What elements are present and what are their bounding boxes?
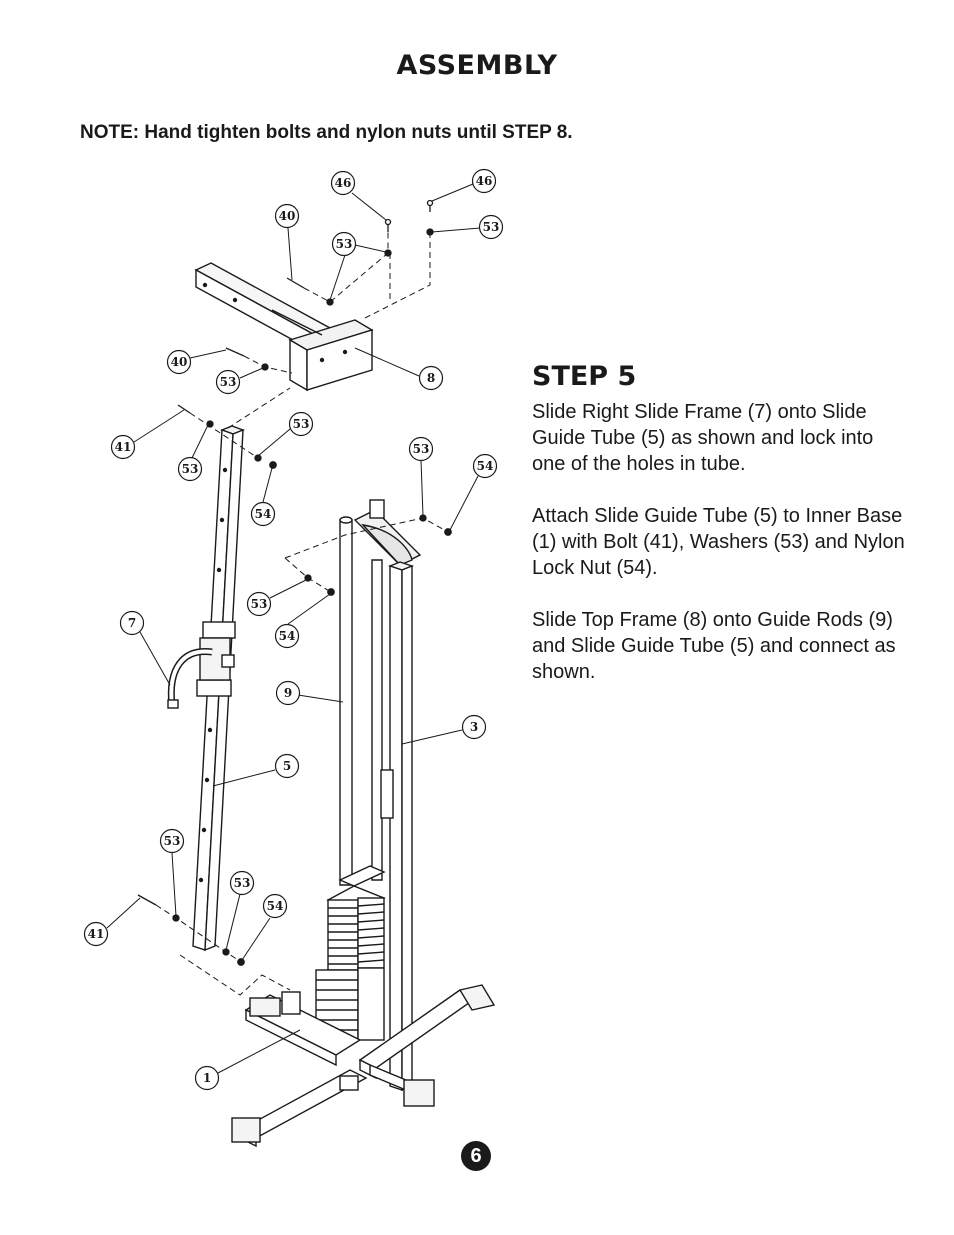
callout-54-d: 54 [262,893,288,919]
svg-text:53: 53 [483,220,500,234]
svg-text:54: 54 [267,899,284,913]
callout-53-a: 53 [331,231,357,257]
callout-53-d: 53 [177,456,203,482]
svg-text:53: 53 [234,876,251,890]
leader-lines [106,183,481,1074]
callout-41-a: 41 [110,434,136,460]
callout-40-b: 40 [166,349,192,375]
svg-text:40: 40 [279,209,296,223]
svg-text:9: 9 [284,686,292,700]
svg-text:40: 40 [171,355,188,369]
callout-53-h: 53 [159,828,185,854]
callout-53-f: 53 [408,436,434,462]
svg-text:54: 54 [279,629,296,643]
upright-frame-3 [353,499,422,1092]
svg-text:53: 53 [164,834,181,848]
svg-text:53: 53 [251,597,268,611]
svg-text:3: 3 [470,720,478,734]
page-number: 6 [461,1141,491,1171]
callout-41-b: 41 [83,921,109,947]
svg-text:41: 41 [88,927,105,941]
callout-53-c: 53 [215,369,241,395]
guide-rods-9 [339,516,383,886]
callouts: 46 46 40 53 53 40 53 8 41 53 53 53 54 54… [83,168,504,1091]
svg-text:53: 53 [182,462,199,476]
svg-text:53: 53 [293,417,310,431]
weight-stack [315,865,386,1041]
callout-53-g: 53 [246,591,272,617]
callout-40-a: 40 [274,203,300,229]
inner-base-1 [231,984,496,1148]
svg-text:7: 7 [128,616,136,630]
assembly-note: NOTE: Hand tighten bolts and nylon nuts … [80,122,573,143]
step-instructions: Slide Right Slide Frame (7) onto Slide G… [532,399,912,711]
top-frame-8 [194,262,374,392]
callout-53-e: 53 [288,411,314,437]
svg-text:5: 5 [283,759,291,773]
callout-3: 3 [461,714,487,740]
callout-54-a: 54 [472,453,498,479]
instruction-paragraph: Attach Slide Guide Tube (5) to Inner Bas… [532,505,905,579]
callout-54-c: 54 [274,623,300,649]
callout-53-i: 53 [229,870,255,896]
svg-text:46: 46 [335,176,352,190]
step-heading: STEP 5 [532,361,637,392]
svg-text:41: 41 [115,440,132,454]
svg-text:54: 54 [255,507,272,521]
right-slide-frame-7 [167,621,236,709]
callout-8: 8 [418,365,444,391]
instruction-paragraph: Slide Top Frame (8) onto Guide Rods (9) … [532,609,896,683]
svg-text:53: 53 [336,237,353,251]
callout-7: 7 [119,610,145,636]
svg-text:46: 46 [476,174,493,188]
callout-5: 5 [274,753,300,779]
callout-53-b: 53 [478,214,504,240]
page-title: ASSEMBLY [396,50,558,81]
svg-text:1: 1 [203,1071,211,1085]
svg-text:53: 53 [220,375,237,389]
callout-9: 9 [275,680,301,706]
assembly-guides [155,232,449,996]
svg-text:54: 54 [477,459,494,473]
callout-1: 1 [194,1065,220,1091]
callout-54-b: 54 [250,501,276,527]
instruction-paragraph: Slide Right Slide Frame (7) onto Slide G… [532,401,874,475]
svg-text:53: 53 [413,442,430,456]
callout-46-b: 46 [471,168,497,194]
svg-text:8: 8 [427,371,435,385]
callout-46-a: 46 [330,170,356,196]
